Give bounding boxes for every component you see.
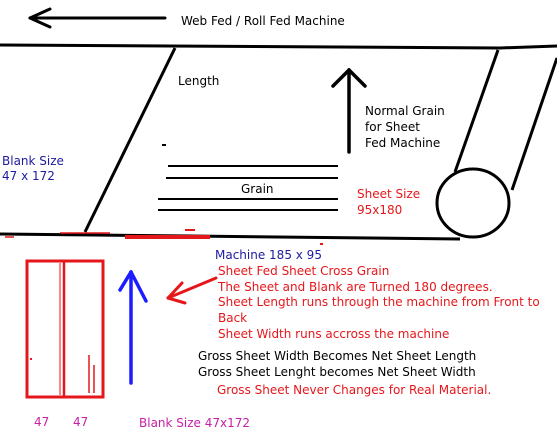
sheet-fed-pointer-arrow [166,276,218,305]
sheet-size-label: Sheet Size 95x180 [357,187,421,217]
blank-width-label-right: 47 [73,415,89,429]
machine-size-label: Machine 185 x 95 [215,248,322,262]
normal-grain-arrow [331,68,367,154]
gross-net-notes: Gross Sheet Width Becomes Net Sheet Leng… [198,349,477,379]
blank-width-label-left: 47 [34,415,50,429]
grain-lines [158,144,338,211]
blank-grain-arrow [118,270,148,385]
web-top-edge [0,43,557,50]
red-sheet-marks [5,229,323,245]
grain-label: Grain [241,182,274,196]
sheet-fed-notes: Sheet Fed Sheet Cross Grain The Sheet an… [218,264,540,341]
length-label: Length [178,74,220,88]
blank-size-left-label: Blank Size 47 x 172 [2,154,64,183]
gross-never-changes-note: Gross Sheet Never Changes for Real Mater… [217,383,492,397]
diagram-title: Web Fed / Roll Fed Machine [181,14,345,28]
blank-size-bottom-label: Blank Size 47x172 [139,416,251,430]
blank-rectangle [25,259,105,399]
length-edge [83,47,177,233]
machine-direction-arrow [28,7,167,29]
normal-grain-label: Normal Grain for Sheet Fed Machine [365,104,445,150]
web-bottom-edge [0,232,461,241]
roll-circle [435,167,511,239]
right-edge [453,49,500,173]
